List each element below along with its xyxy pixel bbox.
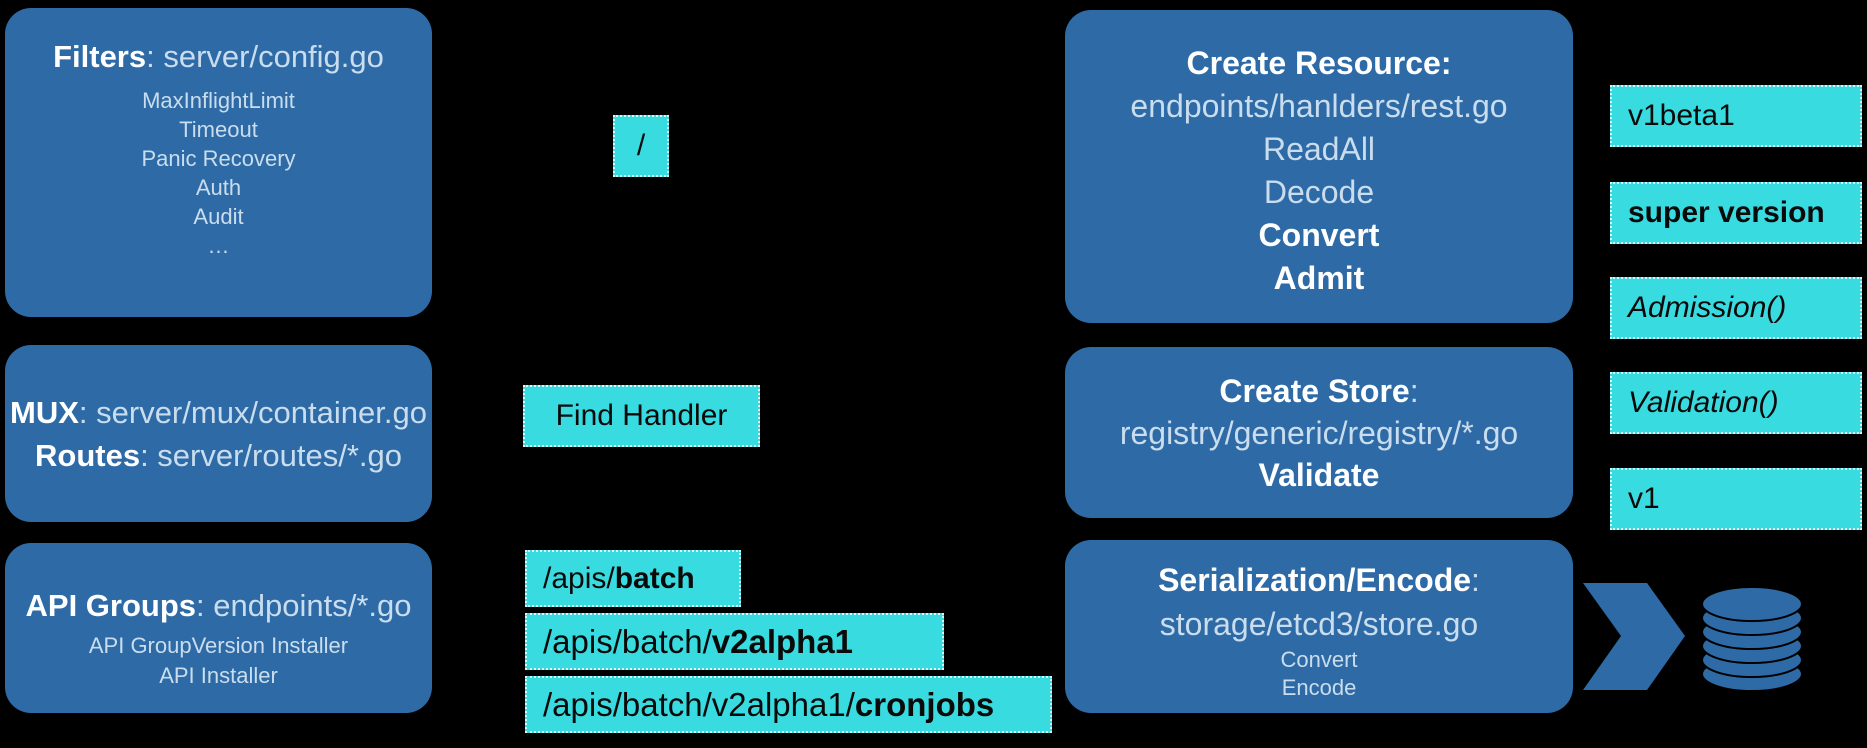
- create-store-item-validate: Validate: [1258, 456, 1380, 493]
- serialization-item: Encode: [1281, 675, 1357, 700]
- apis-cronjobs-bold: cronjobs: [854, 685, 995, 723]
- mux-path: : server/mux/container.go: [78, 394, 427, 430]
- create-resource-path: endpoints/hanlders/rest.go: [1130, 88, 1508, 124]
- filters-item-list: MaxInflightLimit Timeout Panic Recovery …: [5, 86, 432, 260]
- apis-batch-prefix: /apis/: [543, 561, 615, 595]
- version-label-super-version: super version: [1610, 182, 1862, 244]
- filters-item: Timeout: [179, 117, 258, 142]
- create-resource-item: Decode: [1263, 174, 1375, 210]
- admission-label-text: Admission(): [1628, 291, 1787, 324]
- api-groups-box: API Groups: endpoints/*.go API GroupVers…: [5, 543, 432, 713]
- version-label-text: super version: [1628, 196, 1825, 229]
- api-groups-title: API Groups: endpoints/*.go: [5, 587, 432, 625]
- create-resource-box: Create Resource: endpoints/hanlders/rest…: [1065, 10, 1573, 323]
- apis-v2alpha1-prefix: /apis/batch/: [543, 622, 712, 660]
- serialization-item: Convert: [1280, 647, 1358, 672]
- filters-box: Filters: server/config.go MaxInflightLim…: [5, 8, 432, 317]
- database-cylinder-icon: [1698, 578, 1806, 699]
- serialization-box: Serialization/Encode: storage/etcd3/stor…: [1065, 540, 1573, 713]
- filters-item: Audit: [193, 204, 244, 229]
- create-resource-item: ReadAll: [1262, 131, 1376, 167]
- root-path-text: /: [636, 129, 646, 162]
- serialization-title-rest: :: [1471, 562, 1480, 598]
- routes-path: : server/routes/*.go: [140, 437, 402, 473]
- filters-title-rest: : server/config.go: [146, 39, 384, 74]
- routes-label: Routes: [35, 437, 141, 473]
- filters-item: Panic Recovery: [141, 146, 296, 171]
- root-path-label: /: [613, 115, 669, 177]
- validation-label: Validation(): [1610, 372, 1862, 434]
- serialization-path: storage/etcd3/store.go: [1159, 606, 1479, 642]
- apis-batch-label: /apis/batch: [525, 550, 741, 607]
- mux-line: MUX: server/mux/container.go: [5, 391, 432, 434]
- api-groups-item-list: API GroupVersion Installer API Installer: [5, 631, 432, 691]
- serialization-title-bold: Serialization/Encode: [1158, 562, 1472, 598]
- version-label-v1beta1: v1beta1: [1610, 85, 1862, 147]
- create-resource-title: Create Resource:: [1186, 45, 1452, 81]
- create-resource-item-convert: Convert: [1258, 217, 1380, 253]
- version-label-v1: v1: [1610, 468, 1862, 530]
- filters-item: Auth: [195, 175, 242, 200]
- apis-v2alpha1-label: /apis/batch/v2alpha1: [525, 613, 944, 670]
- create-store-path: registry/generic/registry/*.go: [1119, 414, 1519, 451]
- filters-item-ellipsis: …: [207, 233, 230, 258]
- find-handler-label: Find Handler: [523, 385, 760, 447]
- apis-cronjobs-prefix: /apis/batch/v2alpha1/: [543, 685, 855, 723]
- create-store-title: Create Store:: [1065, 370, 1573, 412]
- validation-label-text: Validation(): [1628, 386, 1779, 419]
- apis-v2alpha1-bold: v2alpha1: [711, 622, 854, 660]
- version-label-text: v1: [1628, 482, 1660, 515]
- create-store-box: Create Store: registry/generic/registry/…: [1065, 347, 1573, 518]
- filters-title: Filters: server/config.go: [5, 38, 432, 76]
- find-handler-text: Find Handler: [555, 399, 728, 432]
- api-groups-title-bold: API Groups: [25, 588, 197, 623]
- version-label-text: v1beta1: [1628, 99, 1735, 132]
- admission-label: Admission(): [1610, 277, 1862, 339]
- api-groups-item: API Installer: [159, 663, 278, 688]
- create-resource-item-admit: Admit: [1273, 260, 1365, 296]
- serialization-title: Serialization/Encode:: [1065, 558, 1573, 602]
- api-groups-title-rest: : endpoints/*.go: [196, 588, 412, 623]
- routes-line: Routes: server/routes/*.go: [5, 434, 432, 477]
- create-store-title-rest: :: [1409, 372, 1419, 409]
- filters-item: MaxInflightLimit: [142, 88, 295, 113]
- mux-label: MUX: [10, 394, 79, 430]
- apis-batch-bold: batch: [614, 561, 695, 595]
- create-store-title-bold: Create Store: [1219, 372, 1410, 409]
- right-chevron-arrow-icon: [1583, 583, 1685, 695]
- mux-routes-box: MUX: server/mux/container.go Routes: ser…: [5, 345, 432, 522]
- api-groups-item: API GroupVersion Installer: [88, 633, 349, 658]
- apis-cronjobs-label: /apis/batch/v2alpha1/cronjobs: [525, 676, 1052, 733]
- filters-title-bold: Filters: [53, 39, 147, 74]
